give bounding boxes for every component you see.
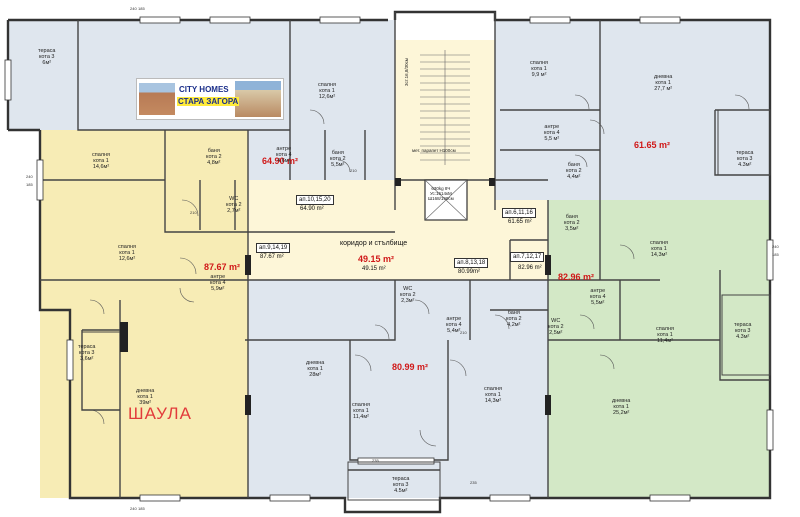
dim-185-top: 185 xyxy=(138,6,145,11)
dim-240-top: 240 xyxy=(130,6,137,11)
stair-note-a: 3ст.16,8/30см xyxy=(404,58,409,86)
dim-235-a: 235 xyxy=(372,458,379,463)
columns xyxy=(120,178,551,415)
apt-area-87-67: 87.67 m² xyxy=(204,262,241,272)
terrace-left xyxy=(81,331,121,411)
apt-area-64-90: 64.90 m² xyxy=(262,156,299,166)
dim-210-c: 210 xyxy=(460,330,467,335)
watermark-text: ШАУЛА xyxy=(128,404,192,423)
dim-240-left: 240 xyxy=(26,174,33,179)
stair-note-b: мет. парапет Н100см xyxy=(412,148,456,153)
corridor-label: коридор и стълбище xyxy=(340,240,408,247)
dim-210-b: 210 xyxy=(350,168,357,173)
city-homes-logo: CITY HOMES СТАРА ЗАГОРА xyxy=(136,78,284,120)
logo-line1: CITY HOMES xyxy=(179,85,229,94)
apt-tag-area-87-67: 87.67 m² xyxy=(260,254,284,260)
apt-tag-8-13-18: ап.8,13,18 xyxy=(454,258,489,268)
apt-tag-7-12-17: ап.7,12,17 xyxy=(510,252,545,262)
apt-area-49-15: 49.15 m² xyxy=(358,254,395,264)
dim-185-right: 185 xyxy=(772,252,779,257)
apt-tag-area-61-65: 61.65 m² xyxy=(508,219,532,225)
dim-185-bottom: 185 xyxy=(138,506,145,511)
dim-235-b: 235 xyxy=(470,480,477,485)
dim-210-a: 210 xyxy=(190,210,197,215)
building-photo-left xyxy=(139,83,175,115)
apt-area-82-96: 82.96 m² xyxy=(558,272,595,282)
dim-240-right: 240 xyxy=(772,244,779,249)
apt-tag-area-49-15: 49.15 m² xyxy=(362,266,386,272)
dim-240-bottom: 240 xyxy=(130,506,137,511)
apt-tag-9-14-19: ап.9,14,19 xyxy=(256,243,291,253)
building-photo-right xyxy=(235,81,281,117)
terrace-bottom xyxy=(347,461,441,501)
terrace-right-lower xyxy=(721,294,771,376)
zone-blue-bottom xyxy=(248,280,548,498)
zone-green-apt xyxy=(548,200,770,498)
dim-185-left: 185 xyxy=(26,182,33,187)
zone-blue-top-left-b xyxy=(248,130,395,180)
logo-line2: СТАРА ЗАГОРА xyxy=(177,97,240,106)
windows xyxy=(4,16,774,502)
apt-tag-10-15-20: ап.10,15,20 xyxy=(296,195,334,205)
apt-area-80-99: 80.99 m² xyxy=(392,362,429,372)
apt-tag-area-64-90: 64.90 m² xyxy=(300,206,324,212)
apt-tag-area-82-96: 82.96 m² xyxy=(518,265,542,271)
zone-terrace-tl xyxy=(8,20,78,130)
apt-tag-6-11-16: ап.6,11,16 xyxy=(502,208,536,218)
zone-yellow-apt-low xyxy=(70,280,248,498)
stair-treads xyxy=(420,50,470,165)
terrace-right-upper xyxy=(717,109,771,176)
apt-tag-area-80-99: 80.99m² xyxy=(458,269,481,275)
apt-area-61-65: 61.65 m² xyxy=(634,140,671,150)
